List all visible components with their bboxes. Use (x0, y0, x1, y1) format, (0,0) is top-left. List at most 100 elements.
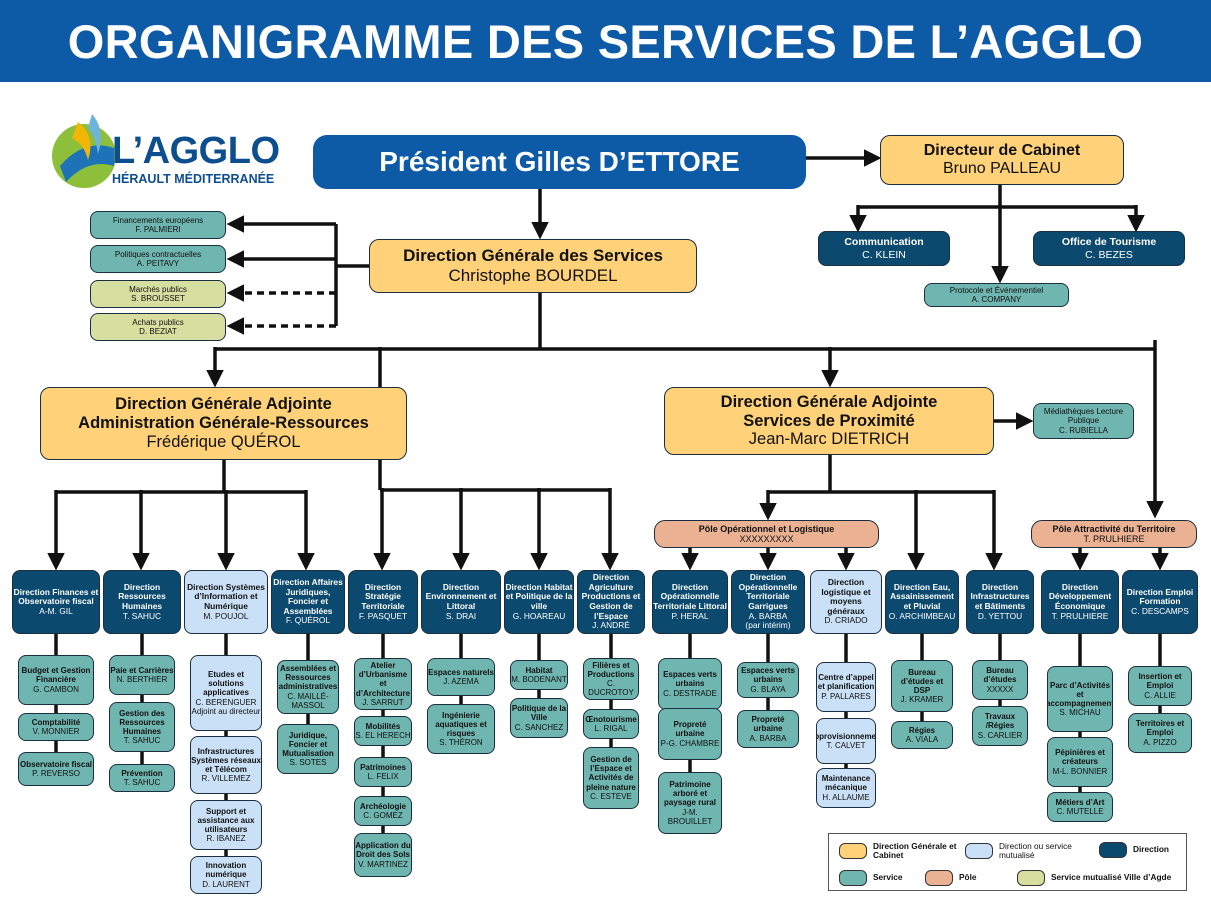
direction-title: Direction logistique et moyens généraux (821, 576, 871, 616)
communication-title: Communication (844, 236, 924, 249)
service-name: P. REVERSO (32, 769, 80, 778)
service-title: Mobilités (365, 721, 401, 731)
direction-title: Direction Ressources Humaines (118, 581, 166, 611)
pole-ops-name: XXXXXXXXX (739, 534, 794, 544)
direction-title: Direction Opérationnelle Territoriale Li… (653, 581, 727, 611)
legend-item-direction: Direction (1099, 842, 1169, 858)
service-title: Métiers d’Art (1055, 797, 1105, 807)
service-name: D. BEZIAT (139, 327, 177, 336)
service-title: Budget et Gestion Financière (21, 666, 91, 685)
direction-title: Direction Habitat et Politique de la vil… (505, 581, 573, 611)
service-name: J-M. BROUILLET (667, 807, 713, 826)
service-name: C. MAILLÉ-MASSOL (287, 691, 329, 710)
dga-proximite-line2: Services de Proximité (743, 411, 915, 430)
service-title: Espaces verts urbains (741, 666, 795, 685)
logo-subtitle: HÉRAULT MÉDITERRANÉE (112, 172, 275, 186)
logo-emblem-icon (52, 114, 116, 188)
service-title: Infrastructures Systèmes réseaux et Télé… (191, 746, 261, 774)
direction-name: D. CRIADO (824, 615, 868, 626)
service-name: N. BERTHIER (116, 675, 168, 684)
service-name: D. LAURENT (202, 879, 250, 889)
direction-box: Direction Opérationnelle Territoriale Ga… (731, 570, 805, 634)
service-title: Gestion de l’Espace et Activités de plei… (586, 755, 636, 792)
dgs-title: Direction Générale des Services (403, 246, 663, 266)
direction-name: M. POUJOL (203, 610, 249, 621)
direction-title: Direction Eau, Assainissement et Pluvial (890, 581, 954, 611)
service-name: S. MICHAU (1059, 708, 1101, 718)
direction-note: (par intérim) (745, 620, 791, 631)
service-title: Atelier d’Urbanisme et d’Architecture (355, 661, 411, 698)
service-title: Espaces naturels (428, 667, 494, 677)
dga-proximite-name: Jean-Marc DIETRICH (748, 430, 910, 449)
service-title: Paie et Carrières (110, 665, 174, 675)
service-name: A. PEITAVY (136, 259, 180, 268)
dgs-name: Christophe BOURDEL (448, 266, 618, 285)
service-title: Politiques contractuelles (114, 249, 202, 259)
service-name: C. GOMEZ (363, 811, 403, 820)
service-name: XXXXX (986, 684, 1014, 694)
direction-name: T. SAHUC (122, 610, 162, 621)
service-title: Politique de la Ville (511, 704, 567, 723)
logo-name: L’AGGLO (112, 130, 280, 172)
legend: Direction Générale et Cabinet Direction … (828, 833, 1187, 891)
service-name: L. FELIX (367, 772, 399, 781)
service-title: Bureau d’études et DSP (900, 667, 944, 695)
service-title: Propreté urbaine (673, 720, 707, 739)
mediatheques-name: C. RUBIELLA (1059, 425, 1108, 435)
service-title: Propreté urbaine (751, 715, 785, 734)
service-name: C. MUTELLE (1056, 807, 1104, 816)
direction-title: Direction Opérationnelle Territoriale Ga… (738, 572, 798, 611)
direction-name: G. HOAREAU (512, 610, 566, 621)
direction-title: Direction Systèmes d’Information et Numé… (187, 581, 265, 611)
direction-title: Direction Développement Économique (1048, 581, 1112, 611)
legend-swatch (1099, 842, 1127, 858)
direction-title: Direction Stratégie Territoriale (361, 581, 405, 611)
service-name: C. DESTRADE (663, 688, 717, 698)
direction-name: S. DRAI (445, 610, 477, 621)
service-name: P-G. CHAMBRE (660, 738, 720, 748)
dga-admin-name: Frédérique QUÉROL (146, 432, 301, 451)
direction-name: F. PASQUET (358, 610, 408, 621)
legend-item-pole: Pôle (925, 870, 977, 886)
service-title: Prévention (121, 768, 163, 778)
service-title: Innovation numérique (205, 861, 247, 880)
service-name: H. ALLAUME (822, 792, 870, 802)
service-title: Juridique, Foncier et Mutualisation (282, 730, 334, 758)
service-title: Approvisionnement (817, 731, 876, 741)
service-title: Application du Droit des Sols (355, 841, 411, 860)
service-title: Territoires et Emploi (1135, 719, 1185, 738)
agglo-logo: L’AGGLO HÉRAULT MÉDITERRANÉE (48, 108, 280, 200)
service-name: S. EL HERECH (355, 731, 411, 740)
service-title: Patrimoine arboré et paysage rural (663, 780, 717, 808)
service-title: Etudes et solutions applicatives (203, 670, 249, 698)
service-title: Travaux /Régies (984, 712, 1016, 731)
tourisme-name: C. BEZES (1085, 248, 1133, 261)
service-title: Centre d’appel et planification (817, 673, 875, 692)
service-title: Filières et Productions (587, 660, 635, 679)
dga-admin-line2: Administration Générale-Ressources (78, 414, 369, 433)
direction-title: Direction Affaires Juridiques, Foncier e… (273, 576, 343, 616)
